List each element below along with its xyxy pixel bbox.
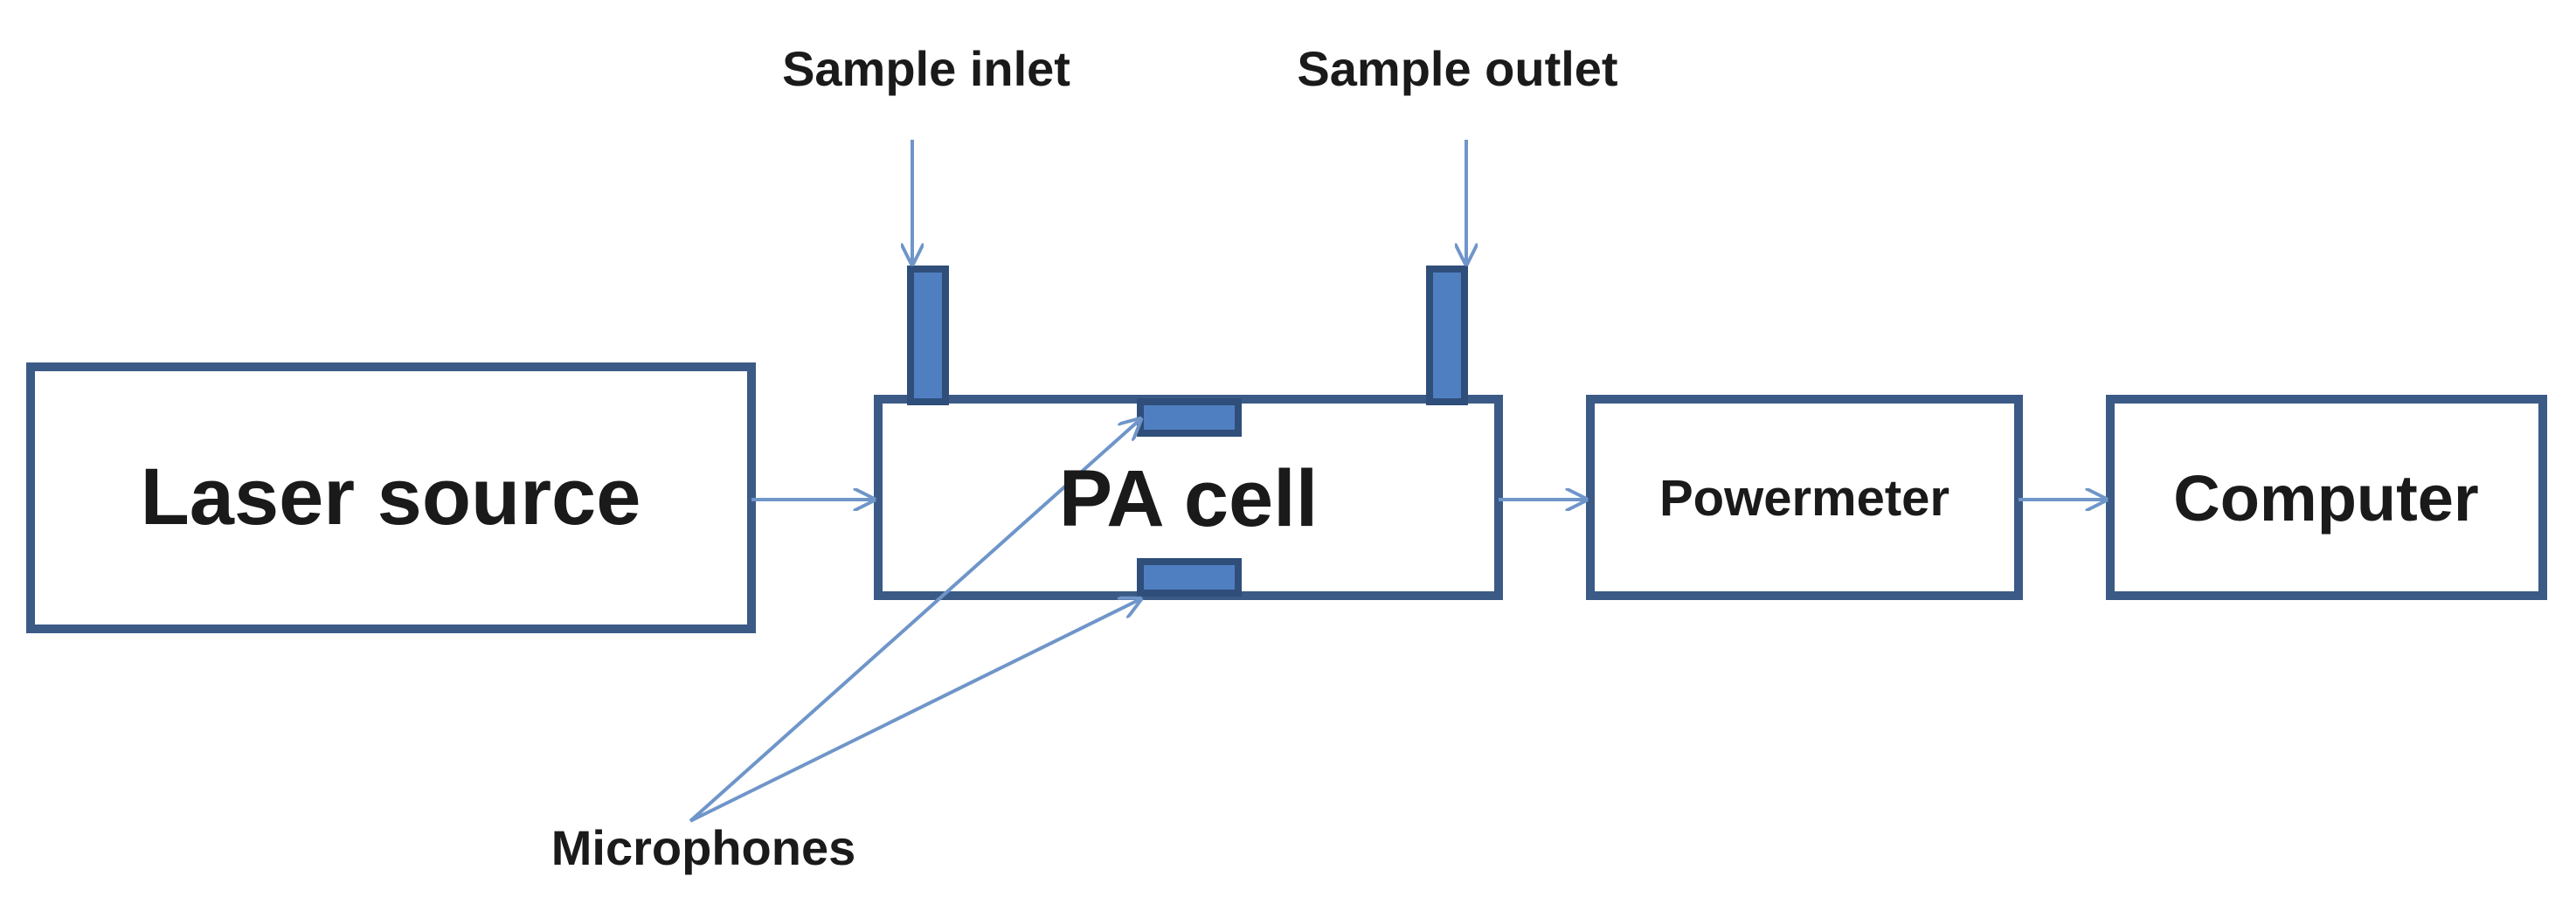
sample-inlet-tube [907, 266, 949, 405]
laser-source-label: Laser source [141, 452, 641, 542]
sample-outlet-label: Sample outlet [1297, 41, 1617, 96]
powermeter-box [1586, 395, 2023, 600]
sample-outlet-tube [1426, 266, 1468, 405]
powermeter-label: Powermeter [1659, 470, 1949, 527]
microphone-bottom [1137, 558, 1242, 597]
microphones-label: Microphones [551, 820, 855, 875]
arrow-mic-top [689, 419, 1140, 823]
computer-label: Computer [2173, 462, 2478, 535]
sample-inlet-label: Sample inlet [782, 41, 1070, 96]
laser-source-box [26, 362, 756, 633]
arrow-mic-bottom [689, 599, 1140, 823]
pa-cell-label: PA cell [1059, 454, 1319, 543]
microphone-top [1137, 398, 1242, 437]
computer-box [2106, 395, 2547, 600]
